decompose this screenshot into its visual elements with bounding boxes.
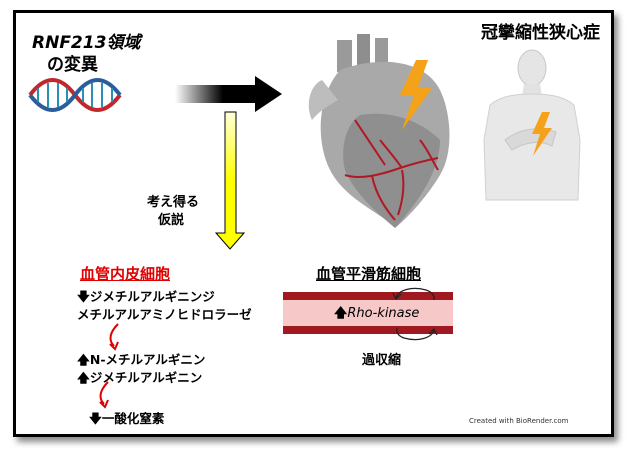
credit-text: Created with BioRender.com [469, 417, 569, 425]
down-arrow-icon: 🡇 [89, 411, 102, 426]
dna-helix-icon [28, 78, 122, 112]
endothelium-item-3: 🡅N-メチルアルギニン [77, 349, 205, 372]
blood-vessel [283, 292, 453, 334]
smooth-muscle-title: 血管平滑筋細胞 [316, 265, 422, 283]
up-arrow-icon: 🡅 [77, 352, 90, 367]
endothelium-item-5-text: 一酸化窒素 [101, 411, 165, 426]
endothelium-item-2: メチルアルアミノヒドロラーゼ [77, 307, 252, 322]
hypothesis-line1: 考え得る [147, 195, 200, 210]
endothelium-item-4: 🡅ジメチルアルギニン [77, 367, 202, 390]
hypothesis-arrow [214, 111, 246, 250]
contraction-arrow-bottom [396, 327, 435, 341]
person-chest-pain-icon [483, 49, 581, 201]
gene-label-line2: の変異 [47, 55, 98, 75]
endothelium-item-1: 🡇ジメチルアルギニンジ [77, 286, 215, 309]
endothelium-title: 血管内皮細胞 [80, 265, 171, 283]
rho-kinase-text: Rho-kinase [347, 306, 420, 321]
up-arrow-icon: 🡅 [77, 370, 90, 385]
cascade-arrow-2 [99, 381, 109, 405]
vessel-label: 🡅Rho-kinase [334, 304, 419, 326]
gene-label-line1: RNF213領域 [32, 33, 141, 53]
up-arrow-icon: 🡅 [334, 306, 348, 321]
endothelium-item-3-text: N-メチルアルギニン [89, 352, 206, 367]
gene-to-disease-arrow [175, 76, 282, 112]
down-arrow-icon: 🡇 [77, 289, 90, 304]
endothelium-item-1-text: ジメチルアルギニンジ [89, 289, 215, 304]
person-lightning-icon [532, 112, 552, 156]
endothelium-item-4-text: ジメチルアルギニン [89, 370, 203, 385]
contraction-arrow-top [395, 287, 435, 301]
endothelium-item-5: 🡇一酸化窒素 [89, 408, 164, 431]
contraction-label: 過収縮 [362, 353, 402, 368]
figure-frame [13, 10, 614, 437]
disease-title: 冠攣縮性狭心症 [481, 23, 600, 43]
heart-icon [308, 34, 450, 228]
hypothesis-line2: 仮説 [158, 213, 185, 228]
cascade-arrow-1 [109, 323, 119, 347]
heart-lightning-icon [400, 60, 432, 130]
